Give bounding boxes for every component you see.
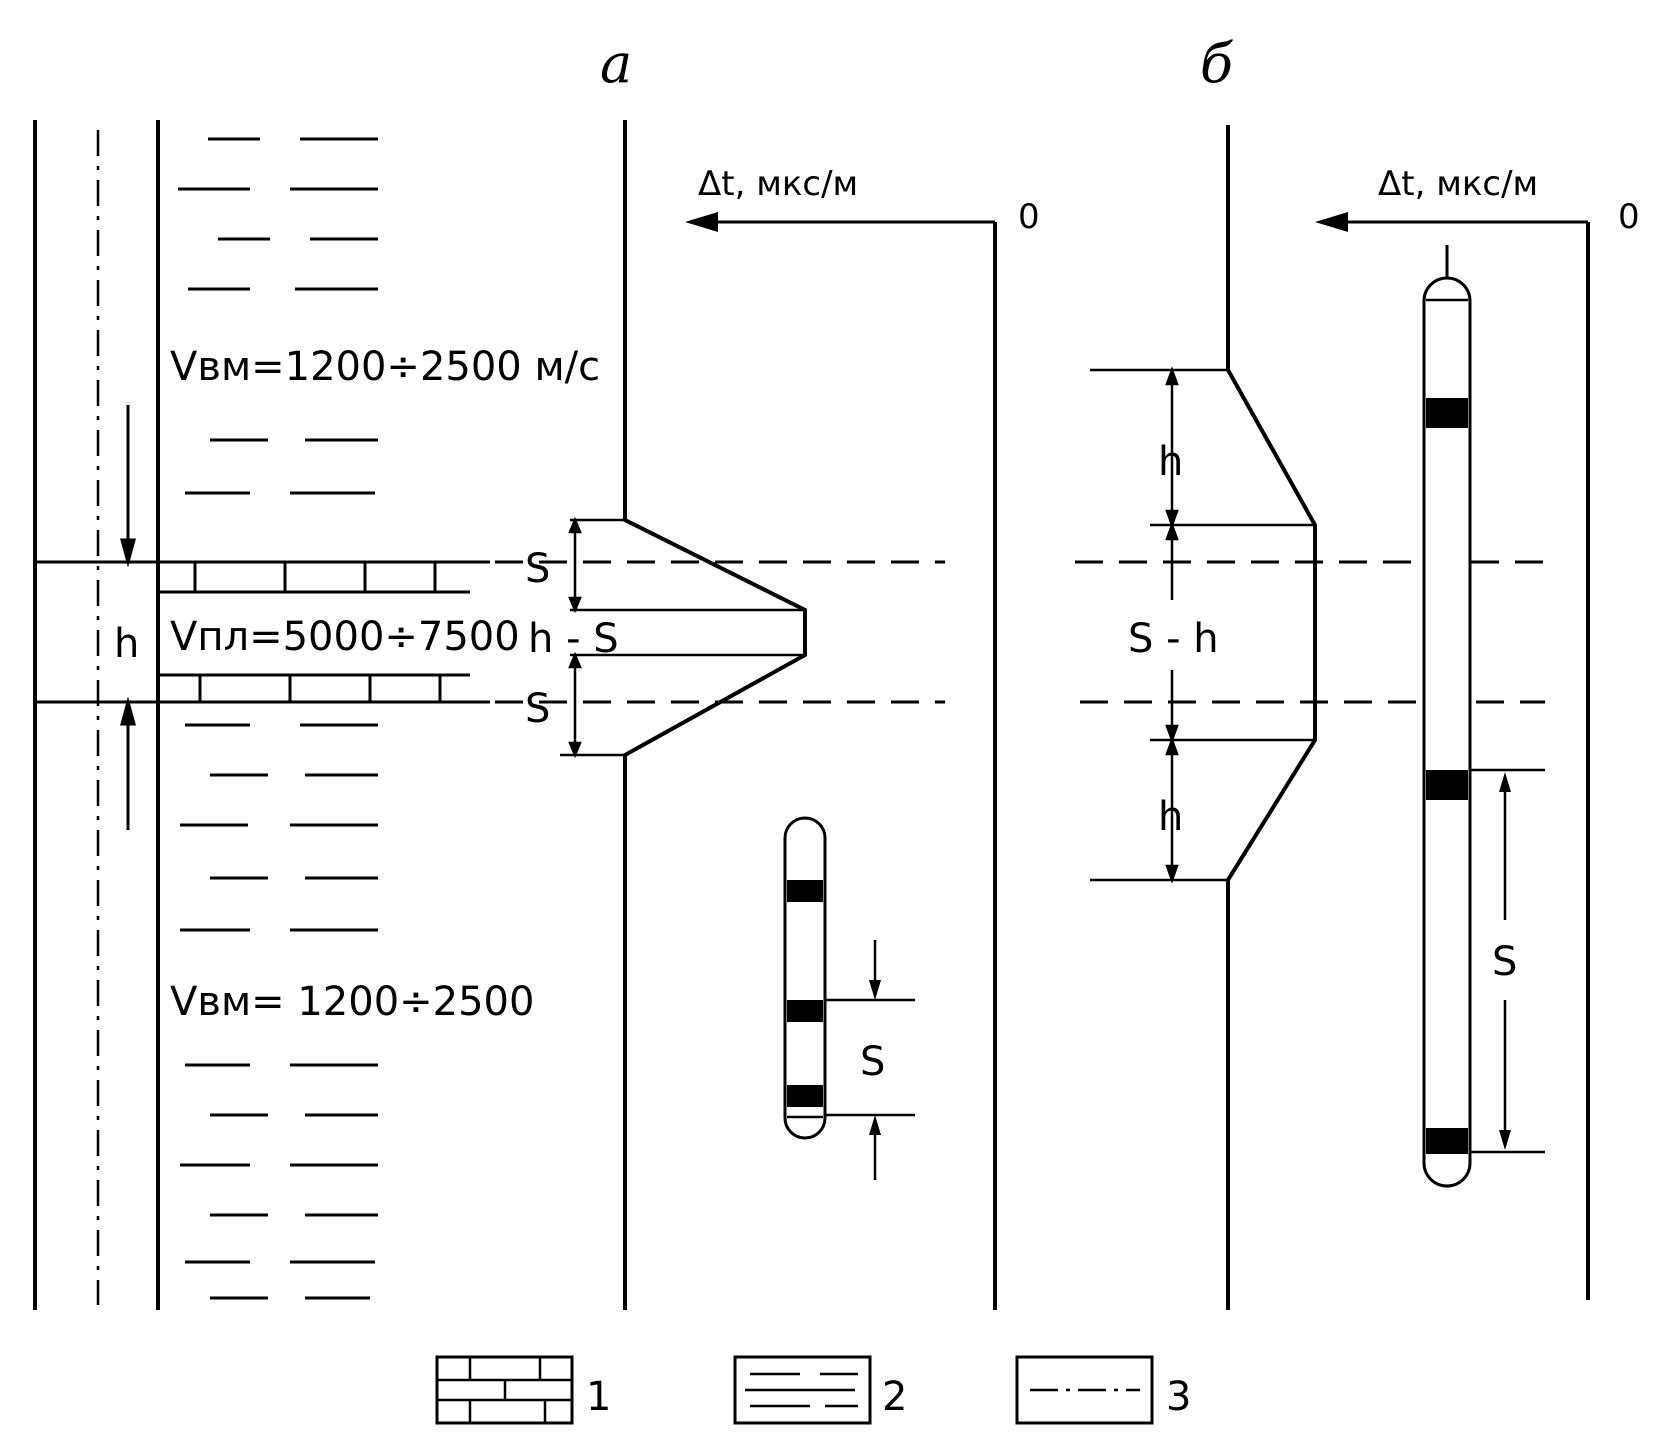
thickness-label: h <box>114 621 139 667</box>
panel-b-arrowhead-icon <box>1315 212 1348 232</box>
probe-b-receiver-1 <box>1426 770 1468 800</box>
geologic-section: h Vвм=1200÷2500 м/с Vпл=5000÷7500 Vвм= 1… <box>33 120 600 1310</box>
probe-a-arrow-down-icon <box>869 980 881 1000</box>
probe-a: S <box>783 816 915 1180</box>
panel-a-axis-label: Δt, мкс/м <box>698 164 858 204</box>
panel-b-dim-h-top: h <box>1158 439 1183 485</box>
panel-b-log-curve <box>1226 125 1317 1310</box>
panel-b-axis-zero: 0 <box>1618 197 1640 237</box>
clay-hatching-bottom <box>180 723 378 1300</box>
probe-a-arrow-up-icon <box>869 1115 881 1135</box>
legend-item-limestone: 1 <box>435 1355 611 1425</box>
legend-label-1: 1 <box>586 1374 611 1420</box>
legend: 1 2 3 <box>435 1355 1191 1425</box>
probe-b-receiver-2 <box>1426 1128 1468 1154</box>
panel-a-dimension-arrows <box>568 516 582 759</box>
limestone-layer <box>35 560 490 704</box>
probe-b-body <box>1422 276 1472 1188</box>
panel-b-dim-h-bottom: h <box>1158 794 1183 840</box>
panel-b-dimension-arrows <box>1165 366 1179 884</box>
panel-a-arrowhead-icon <box>685 212 718 232</box>
panel-a-log-curve <box>623 120 807 1310</box>
panel-a: а Δt, мкс/м 0 S h - S S <box>495 32 1040 1310</box>
probe-b-arrow-up-icon <box>1499 772 1511 792</box>
legend-item-clay: 2 <box>733 1355 907 1425</box>
probe-a-transmitter <box>787 880 823 902</box>
legend-label-2: 2 <box>882 1374 907 1420</box>
thickness-arrows <box>120 405 136 830</box>
panel-b-header: б <box>1200 32 1234 95</box>
probe-b-arrow-down-icon <box>1499 1130 1511 1150</box>
probe-b: S <box>1422 245 1545 1188</box>
host-velocity-top-label: Vвм=1200÷2500 м/с <box>170 344 600 390</box>
probe-a-receiver-2 <box>787 1085 823 1107</box>
layer-velocity-label: Vпл=5000÷7500 <box>170 614 520 660</box>
clay-hatching-top <box>178 137 378 495</box>
host-velocity-bottom-label: Vвм= 1200÷2500 <box>170 979 534 1025</box>
panel-a-dim-s-top: S <box>525 546 550 592</box>
legend-item-axis: 3 <box>1015 1355 1191 1425</box>
panel-a-dim-s-bottom: S <box>525 686 550 732</box>
panel-b-axis-label: Δt, мкс/м <box>1378 164 1538 204</box>
panel-b: б Δt, мкс/м 0 h S - h h <box>1075 32 1640 1310</box>
probe-a-receiver-1 <box>787 1000 823 1022</box>
legend-label-3: 3 <box>1166 1374 1191 1420</box>
panel-a-axis-zero: 0 <box>1018 197 1040 237</box>
probe-b-spacing-label: S <box>1492 939 1517 985</box>
panel-a-dim-middle: h - S <box>528 616 619 662</box>
probe-b-transmitter <box>1426 398 1468 428</box>
panel-b-dim-middle: S - h <box>1128 616 1219 662</box>
panel-a-header: а <box>600 32 632 95</box>
probe-a-spacing-label: S <box>860 1039 885 1085</box>
